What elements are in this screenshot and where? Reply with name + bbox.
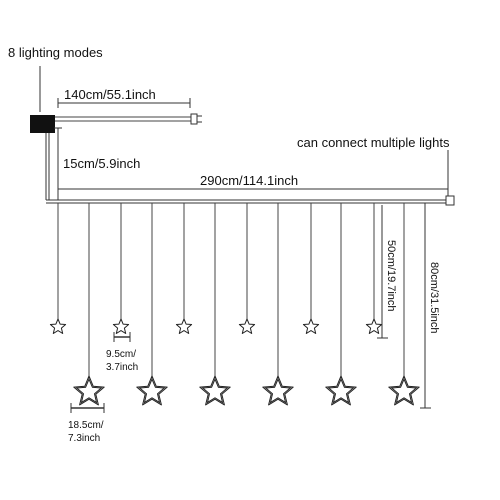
controller-box-icon: [30, 115, 55, 133]
width-label: 290cm/114.1inch: [200, 173, 298, 188]
star-icon: [302, 318, 320, 334]
small-star-size-label-1: 9.5cm/: [106, 349, 136, 360]
connect-multiple-label: can connect multiple lights: [297, 135, 450, 150]
star-icon: [112, 318, 130, 334]
big-star-size-label-2: 7.3inch: [68, 433, 100, 444]
star-icon: [388, 375, 420, 406]
star-icon: [175, 318, 193, 334]
big-star-size-label-1: 18.5cm/: [68, 420, 104, 431]
star-icon: [49, 318, 67, 334]
plug-icon: [190, 113, 202, 125]
star-icon: [262, 375, 294, 406]
small-star-size-label-2: 3.7inch: [106, 362, 138, 373]
star-icon: [325, 375, 357, 406]
star-icon: [365, 318, 383, 334]
lighting-modes-label: 8 lighting modes: [8, 45, 103, 60]
star-icon: [136, 375, 168, 406]
end-connector-icon: [445, 160, 455, 206]
star-icon: [73, 375, 105, 406]
star-drop-lines: [57, 203, 405, 378]
stars: [49, 318, 420, 406]
star-icon: [199, 375, 231, 406]
cable-length-label: 140cm/55.1inch: [64, 87, 156, 102]
star-icon: [238, 318, 256, 334]
long-length-label: 80cm/31.5inch: [428, 262, 440, 334]
drop-length-label: 15cm/5.9inch: [63, 156, 140, 171]
short-length-label: 50cm/19.7inch: [385, 240, 397, 312]
